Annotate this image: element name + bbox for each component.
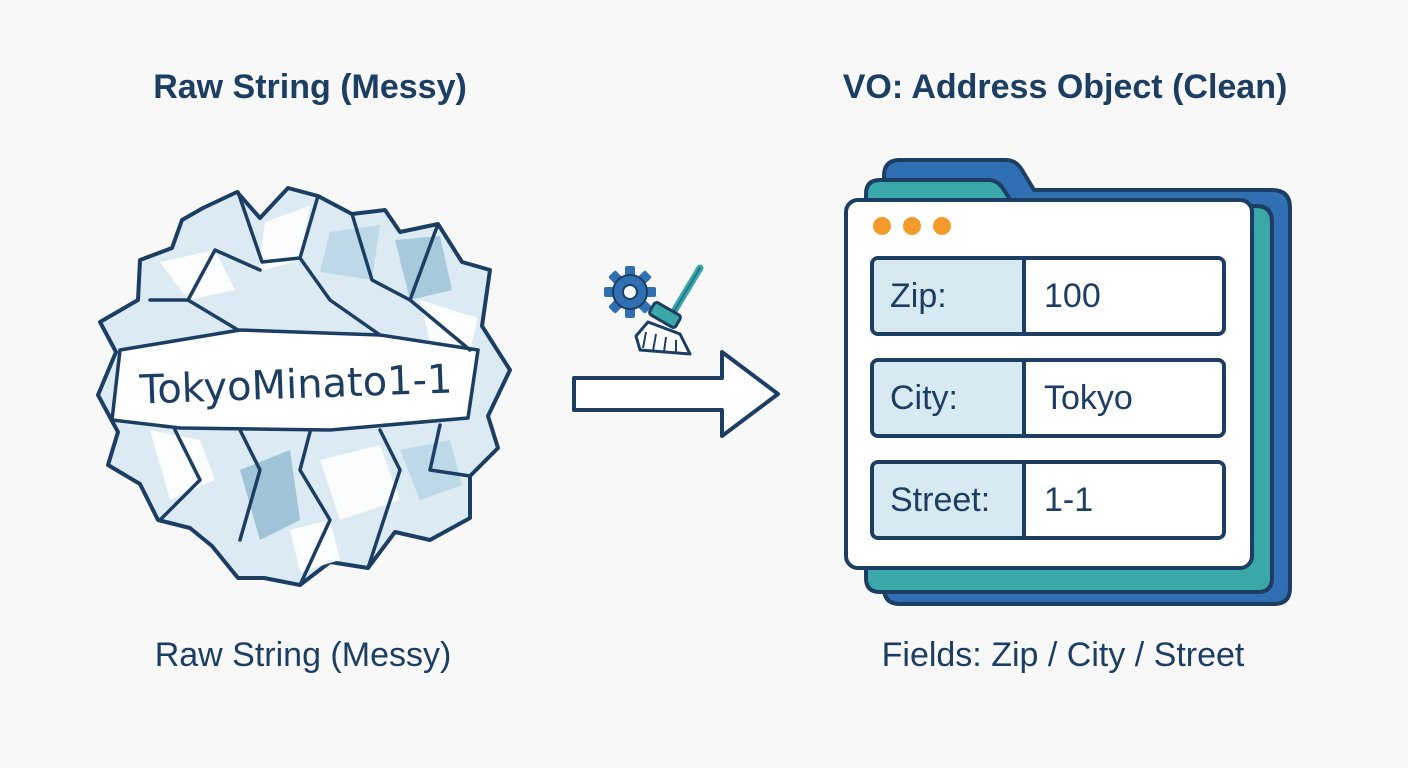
- gear-icon: [604, 266, 656, 318]
- field-row-zip: Zip: 100: [870, 256, 1226, 336]
- window-dot-icon: [903, 217, 921, 235]
- window-dot-icon: [873, 217, 891, 235]
- field-row-city: City: Tokyo: [870, 358, 1226, 438]
- window-dot-icon: [933, 217, 951, 235]
- field-label: Street:: [874, 464, 1026, 536]
- field-label: Zip:: [874, 260, 1026, 332]
- fields-caption: Fields: Zip / City / Street: [881, 636, 1245, 674]
- field-value: Tokyo: [1026, 362, 1222, 434]
- broom-icon: [634, 264, 704, 356]
- field-value: 1-1: [1026, 464, 1222, 536]
- field-row-street: Street: 1-1: [870, 460, 1226, 540]
- address-object-title: VO: Address Object (Clean): [842, 68, 1288, 106]
- raw-string-caption: Raw String (Messy): [154, 636, 452, 674]
- raw-string-title: Raw String (Messy): [153, 68, 467, 106]
- right-arrow-icon: [572, 350, 780, 438]
- field-label: City:: [874, 362, 1026, 434]
- field-value: 100: [1026, 260, 1222, 332]
